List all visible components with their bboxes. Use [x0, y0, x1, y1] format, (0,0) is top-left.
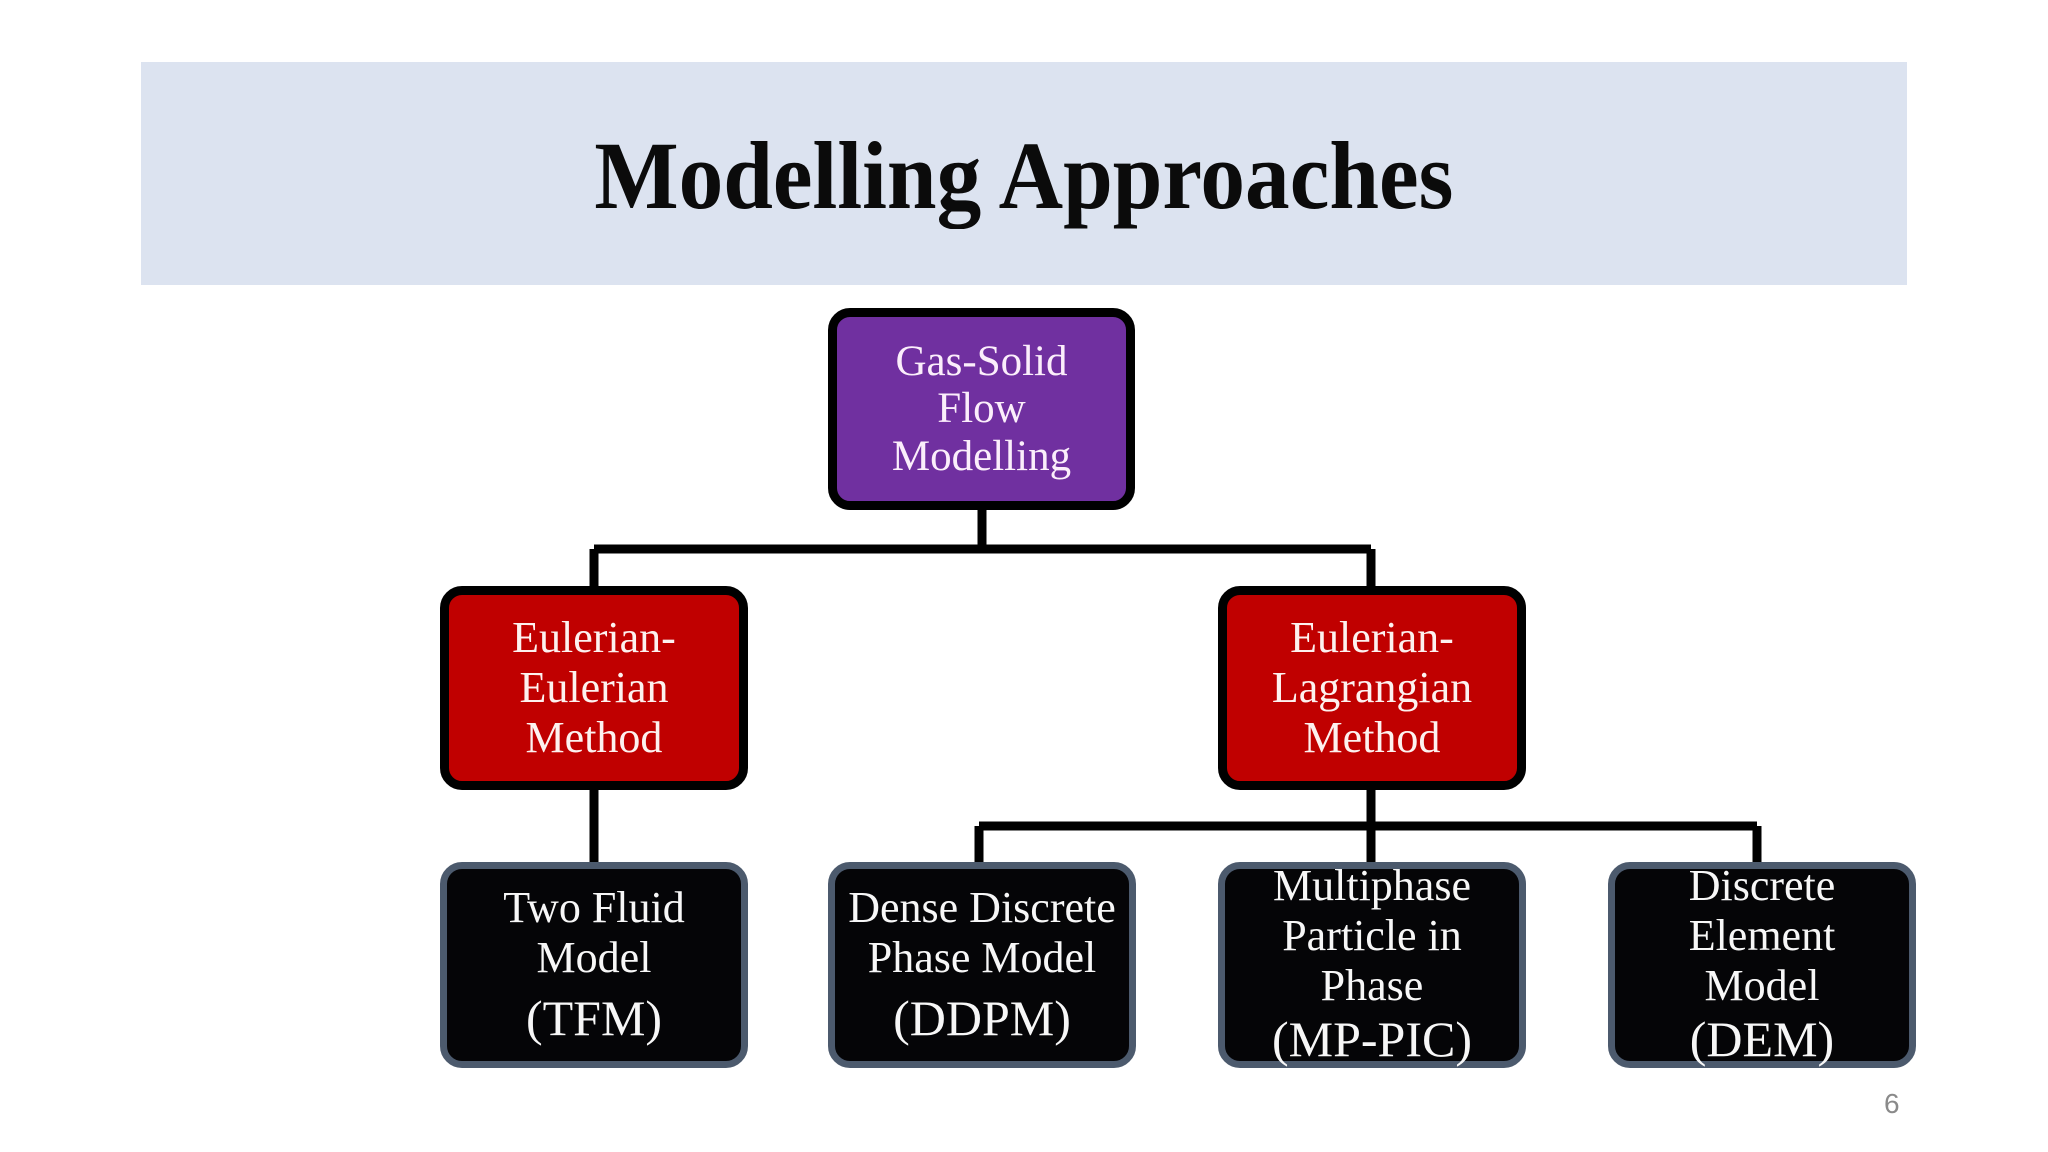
node-line: Element: [1688, 911, 1836, 961]
node-abbreviation: (TFM): [525, 989, 663, 1046]
page-title: Modelling Approaches: [594, 122, 1454, 230]
node-line: Model: [536, 932, 652, 982]
node-line: Lagrangian: [1271, 663, 1473, 713]
node-line: Flow: [937, 385, 1026, 433]
node-line: Phase Model: [867, 932, 1097, 982]
node-line: Eulerian-: [1290, 613, 1454, 663]
node-line: Dense Discrete: [848, 882, 1116, 932]
node-line: Method: [525, 712, 663, 762]
node-line: Multiphase: [1273, 861, 1471, 911]
node-line: Gas-Solid: [895, 338, 1068, 386]
node-line: Eulerian-: [512, 613, 676, 663]
title-banner: Modelling Approaches: [141, 62, 1907, 285]
node-discrete-element-model[interactable]: Discrete Element Model (DEM): [1608, 861, 1916, 1068]
node-dense-discrete-phase-model[interactable]: Dense Discrete Phase Model (DDPM): [828, 862, 1136, 1068]
node-multiphase-particle-in-phase[interactable]: Multiphase Particle in Phase (MP-PIC): [1218, 861, 1526, 1068]
node-line: Discrete: [1688, 861, 1836, 911]
node-line: Particle in: [1282, 911, 1462, 961]
node-line: Model: [1704, 961, 1820, 1011]
node-line: Method: [1303, 712, 1441, 762]
node-eulerian-lagrangian-method[interactable]: Eulerian- Lagrangian Method: [1218, 586, 1526, 790]
node-line: Eulerian: [519, 663, 669, 713]
node-two-fluid-model[interactable]: Two Fluid Model (TFM): [440, 862, 748, 1068]
node-abbreviation: (MP-PIC): [1271, 1011, 1473, 1068]
node-line: Two Fluid: [503, 882, 685, 932]
node-line: Phase: [1320, 961, 1424, 1011]
node-gas-solid-flow-modelling[interactable]: Gas-Solid Flow Modelling: [828, 308, 1135, 510]
node-abbreviation: (DEM): [1689, 1011, 1835, 1068]
node-line: Modelling: [891, 432, 1072, 480]
page-number: 6: [1884, 1088, 1900, 1119]
node-abbreviation: (DDPM): [893, 989, 1071, 1046]
node-eulerian-eulerian-method[interactable]: Eulerian- Eulerian Method: [440, 586, 748, 790]
